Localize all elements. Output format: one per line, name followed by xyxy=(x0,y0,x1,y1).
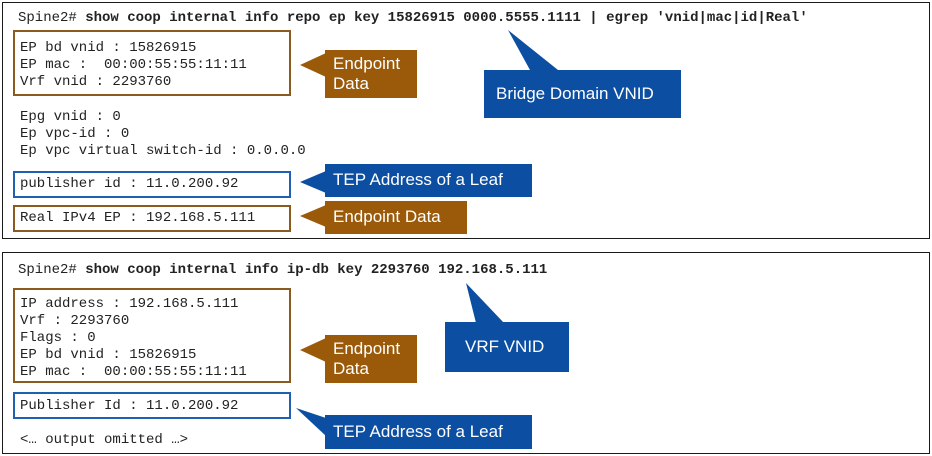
ip-address-line: IP address : 192.168.5.111 xyxy=(20,296,239,312)
callout-tail-tep-2 xyxy=(296,408,326,436)
command-line-2: Spine2# show coop internal info ip-db ke… xyxy=(18,262,547,279)
callout-tail-vrf-vnid xyxy=(466,283,504,323)
callout-endpoint-data-3: Endpoint Data xyxy=(325,335,417,383)
real-ipv4-box xyxy=(13,205,291,232)
callout-endpoint-data-1-line2: Data xyxy=(333,74,369,93)
callout-endpoint-data-3-line1: Endpoint xyxy=(333,339,401,358)
callout-endpoint-data-2-label: Endpoint Data xyxy=(333,207,441,226)
callout-tail-endpoint-1 xyxy=(300,53,326,77)
command-line-1: Spine2# show coop internal info repo ep … xyxy=(18,10,808,27)
publisher-id-box-2 xyxy=(13,392,291,419)
callout-tep-address-2: TEP Address of a Leaf xyxy=(325,415,532,449)
prompt-1: Spine2# xyxy=(18,10,77,26)
ep-mac-line-2: EP mac : 00:00:55:55:11:11 xyxy=(20,364,247,380)
callout-tail-bridge-domain xyxy=(508,30,558,70)
callout-tail-endpoint-3 xyxy=(300,338,326,362)
ep-vpc-switch-id-line: Ep vpc virtual switch-id : 0.0.0.0 xyxy=(20,143,306,159)
vrf-line: Vrf : 2293760 xyxy=(20,313,130,329)
callout-vrf-vnid: VRF VNID xyxy=(445,322,569,372)
callout-tail-tep-1 xyxy=(300,171,326,193)
callout-bridge-domain-vnid: Bridge Domain VNID xyxy=(484,70,681,118)
callout-bridge-domain-vnid-label: Bridge Domain VNID xyxy=(496,84,654,103)
endpoint-data-box-2 xyxy=(13,288,291,383)
real-ipv4-line: Real IPv4 EP : 192.168.5.111 xyxy=(20,210,256,226)
callout-tep-address-2-label: TEP Address of a Leaf xyxy=(333,422,503,441)
callout-tail-endpoint-2 xyxy=(300,205,326,227)
output-omitted-line: <… output omitted …> xyxy=(20,432,189,448)
callout-endpoint-data-2: Endpoint Data xyxy=(325,201,467,234)
vrf-vnid-line: Vrf vnid : 2293760 xyxy=(20,74,172,90)
callout-tep-address-1: TEP Address of a Leaf xyxy=(325,164,532,197)
callout-endpoint-data-1: Endpoint Data xyxy=(325,50,417,98)
prompt-2: Spine2# xyxy=(18,262,77,278)
ep-bd-vnid-line-2: EP bd vnid : 15826915 xyxy=(20,347,197,363)
publisher-id-box-1 xyxy=(13,171,291,198)
epg-vnid-line: Epg vnid : 0 xyxy=(20,109,121,125)
endpoint-data-box-1 xyxy=(13,30,291,96)
publisher-id-line-1: publisher id : 11.0.200.92 xyxy=(20,176,239,192)
callout-endpoint-data-3-line2: Data xyxy=(333,359,369,378)
ep-vpc-id-line: Ep vpc-id : 0 xyxy=(20,126,130,142)
command-1: show coop internal info repo ep key 1582… xyxy=(85,10,808,26)
command-2: show coop internal info ip-db key 229376… xyxy=(85,262,548,278)
ep-mac-line: EP mac : 00:00:55:55:11:11 xyxy=(20,57,247,73)
callout-vrf-vnid-label: VRF VNID xyxy=(465,337,545,356)
publisher-id-line-2: Publisher Id : 11.0.200.92 xyxy=(20,398,239,414)
ep-bd-vnid-line: EP bd vnid : 15826915 xyxy=(20,40,197,56)
flags-line: Flags : 0 xyxy=(20,330,96,346)
callout-endpoint-data-1-line1: Endpoint xyxy=(333,54,401,73)
callout-tep-address-1-label: TEP Address of a Leaf xyxy=(333,170,503,189)
terminal-panel-repo xyxy=(2,2,930,239)
